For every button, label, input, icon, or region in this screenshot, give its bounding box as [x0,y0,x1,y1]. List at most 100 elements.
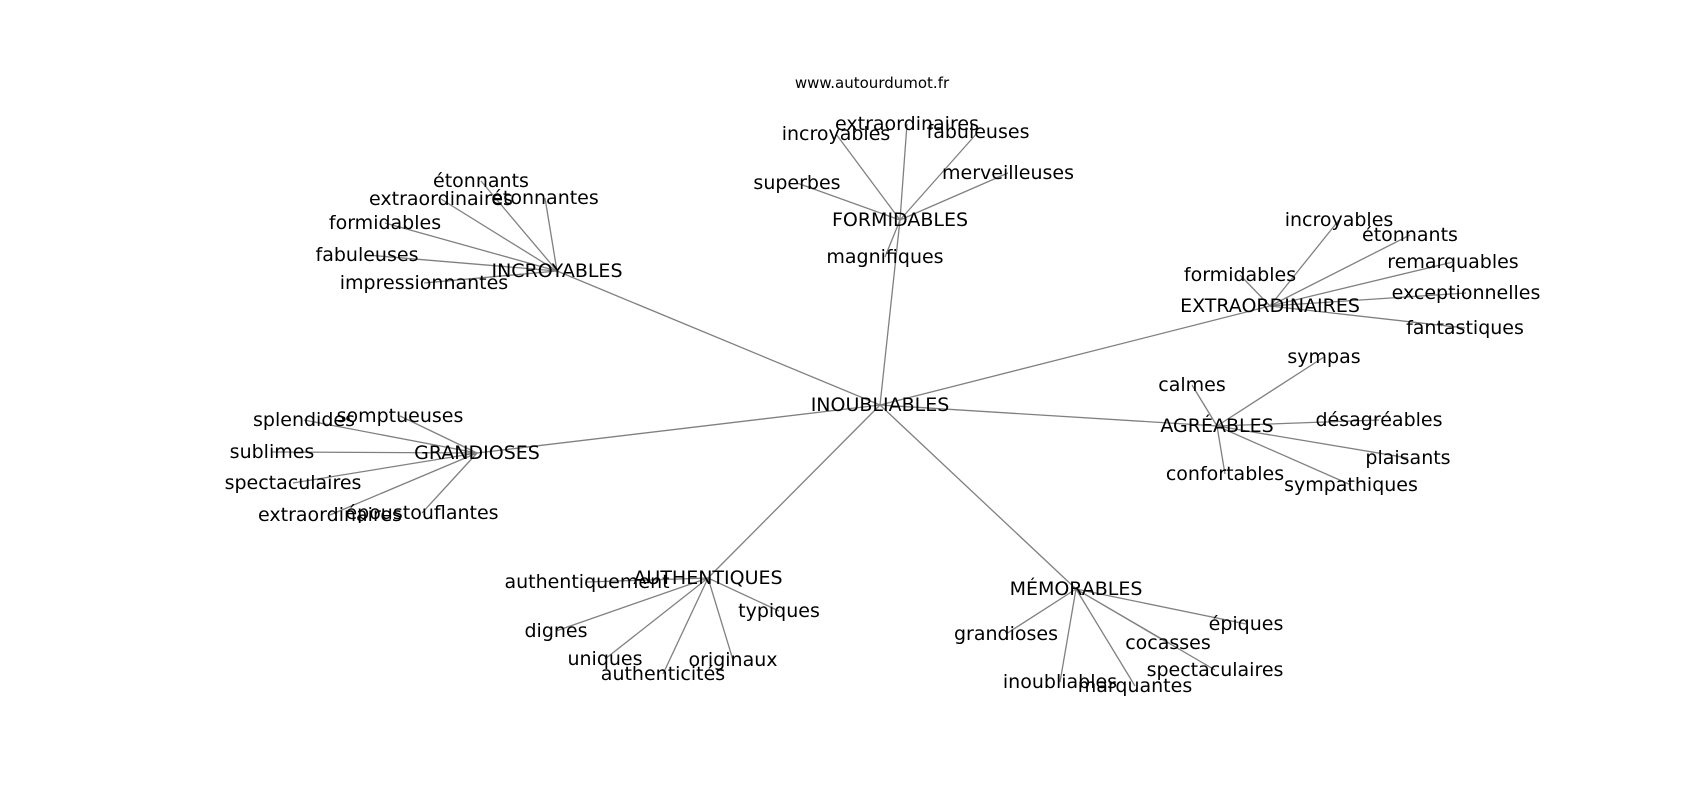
leaf-edge [544,197,558,272]
leaf-node-label: inoubliables [1003,671,1117,693]
leaf-node-label: uniques [567,648,642,670]
graph-edges [271,123,1467,687]
leaf-edge [1216,425,1409,459]
leaf-node-label: fabuleuses [316,244,419,266]
leaf-edge [421,452,478,514]
leaf-edge [366,254,558,272]
leaf-node-label: formidables [1184,264,1296,286]
leaf-node-label: authenticités [601,663,725,685]
hub-node-label: EXTRAORDINAIRES [1180,295,1360,317]
leaf-edge [707,577,780,612]
leaf-edge [292,452,478,484]
leaf-edge [899,172,1009,221]
leaf-node-label: sympathiques [1284,474,1418,496]
leaf-edge [399,415,478,454]
leaf-edge [835,133,901,221]
leaf-edge [899,131,979,221]
leaf-node-label: époustouflantes [345,502,498,524]
leaf-node-label: étonnantes [491,187,599,209]
leaf-edge [1216,425,1226,475]
leaf-node-label: superbes [753,172,840,194]
hub-node-label: MÉMORABLES [1010,577,1143,600]
leaf-edge [1269,219,1340,307]
leaf-node-label: dignes [524,620,587,642]
hub-node-label: FORMIDABLES [832,209,968,231]
leaf-edge [555,577,709,632]
leaf-node-label: originaux [688,649,777,671]
leaf-node-label: calmes [1158,374,1225,396]
leaf-edge [1269,261,1454,307]
leaf-edge [1075,588,1247,625]
leaf-edge [899,123,908,221]
center-node-label: INOUBLIABLES [811,394,950,416]
leaf-edge [423,270,558,284]
leaf-node-label: impressionnantes [340,272,508,294]
leaf-node-label: extraordinaires [258,504,402,526]
hub-node-label: AGRÉABLES [1160,414,1273,437]
leaf-edge [884,219,901,258]
leaf-edge [1075,588,1216,671]
leaf-node-label: formidables [329,212,441,234]
leaf-node-label: remarquables [1387,251,1518,273]
leaf-node-label: grandioses [954,623,1058,645]
leaf-edge [1216,425,1352,486]
leaf-edge [586,577,709,583]
leaf-node-label: somptueuses [337,405,464,427]
source-label: www.autourdumot.fr [795,74,950,92]
center-edge [556,270,881,406]
leaf-node-label: magnifiques [826,246,943,268]
leaf-node-label: incroyables [782,123,891,145]
leaf-node-label: étonnants [1362,224,1458,246]
leaf-edge [1075,588,1136,687]
center-edge [476,404,881,454]
leaf-edge [1216,419,1380,427]
leaf-edge [440,198,558,272]
leaf-edge [271,451,478,454]
leaf-node-label: exceptionnelles [1392,282,1541,304]
leaf-edge [1269,305,1466,329]
leaf-edge [796,182,901,221]
center-edge [879,305,1271,406]
leaf-node-label: désagréables [1315,409,1442,431]
leaf-node-label: marquantes [1078,675,1192,697]
leaf-node-label: incroyables [1285,209,1394,231]
leaf-edge [707,577,734,661]
leaf-edge [329,452,478,516]
leaf-node-label: étonnants [433,170,529,192]
leaf-node-label: fantastiques [1406,317,1524,339]
graph-labels: www.autourdumot.fr INOUBLIABLES FORMIDABL… [225,74,1541,697]
leaf-edge [662,577,709,675]
leaf-node-label: typiques [738,600,820,622]
leaf-node-label: confortables [1166,463,1284,485]
leaf-edge [1191,384,1218,427]
leaf-node-label: sublimes [230,441,315,463]
leaf-edge [303,419,478,454]
hub-node-label: INCROYABLES [491,260,622,282]
hub-node-label: AUTHENTIQUES [633,567,782,589]
leaf-edge [1269,234,1411,307]
center-edge [707,404,881,579]
center-edge [879,219,901,406]
leaf-node-label: extraordinaires [369,188,513,210]
leaf-edge [1059,588,1077,683]
leaf-node-label: épiques [1209,613,1284,635]
leaf-edge [1239,274,1271,307]
leaf-node-label: sympas [1287,346,1360,368]
leaf-edge [1005,588,1077,635]
center-edge [879,404,1218,427]
leaf-edge [604,577,709,660]
leaf-edge [1216,356,1325,427]
leaf-node-label: cocasses [1125,632,1211,654]
leaf-edge [480,180,558,272]
hub-node-label: GRANDIOSES [414,442,540,464]
leaf-node-label: authentiquement [504,571,669,593]
center-edge [879,404,1077,590]
leaf-node-label: plaisants [1365,447,1450,469]
leaf-node-label: merveilleuses [942,162,1074,184]
leaf-node-label: spectaculaires [225,472,362,494]
leaf-node-label: extraordinaires [835,113,979,135]
leaf-edge [1269,292,1467,307]
leaf-node-label: splendides [253,409,355,431]
leaf-edge [384,222,558,272]
